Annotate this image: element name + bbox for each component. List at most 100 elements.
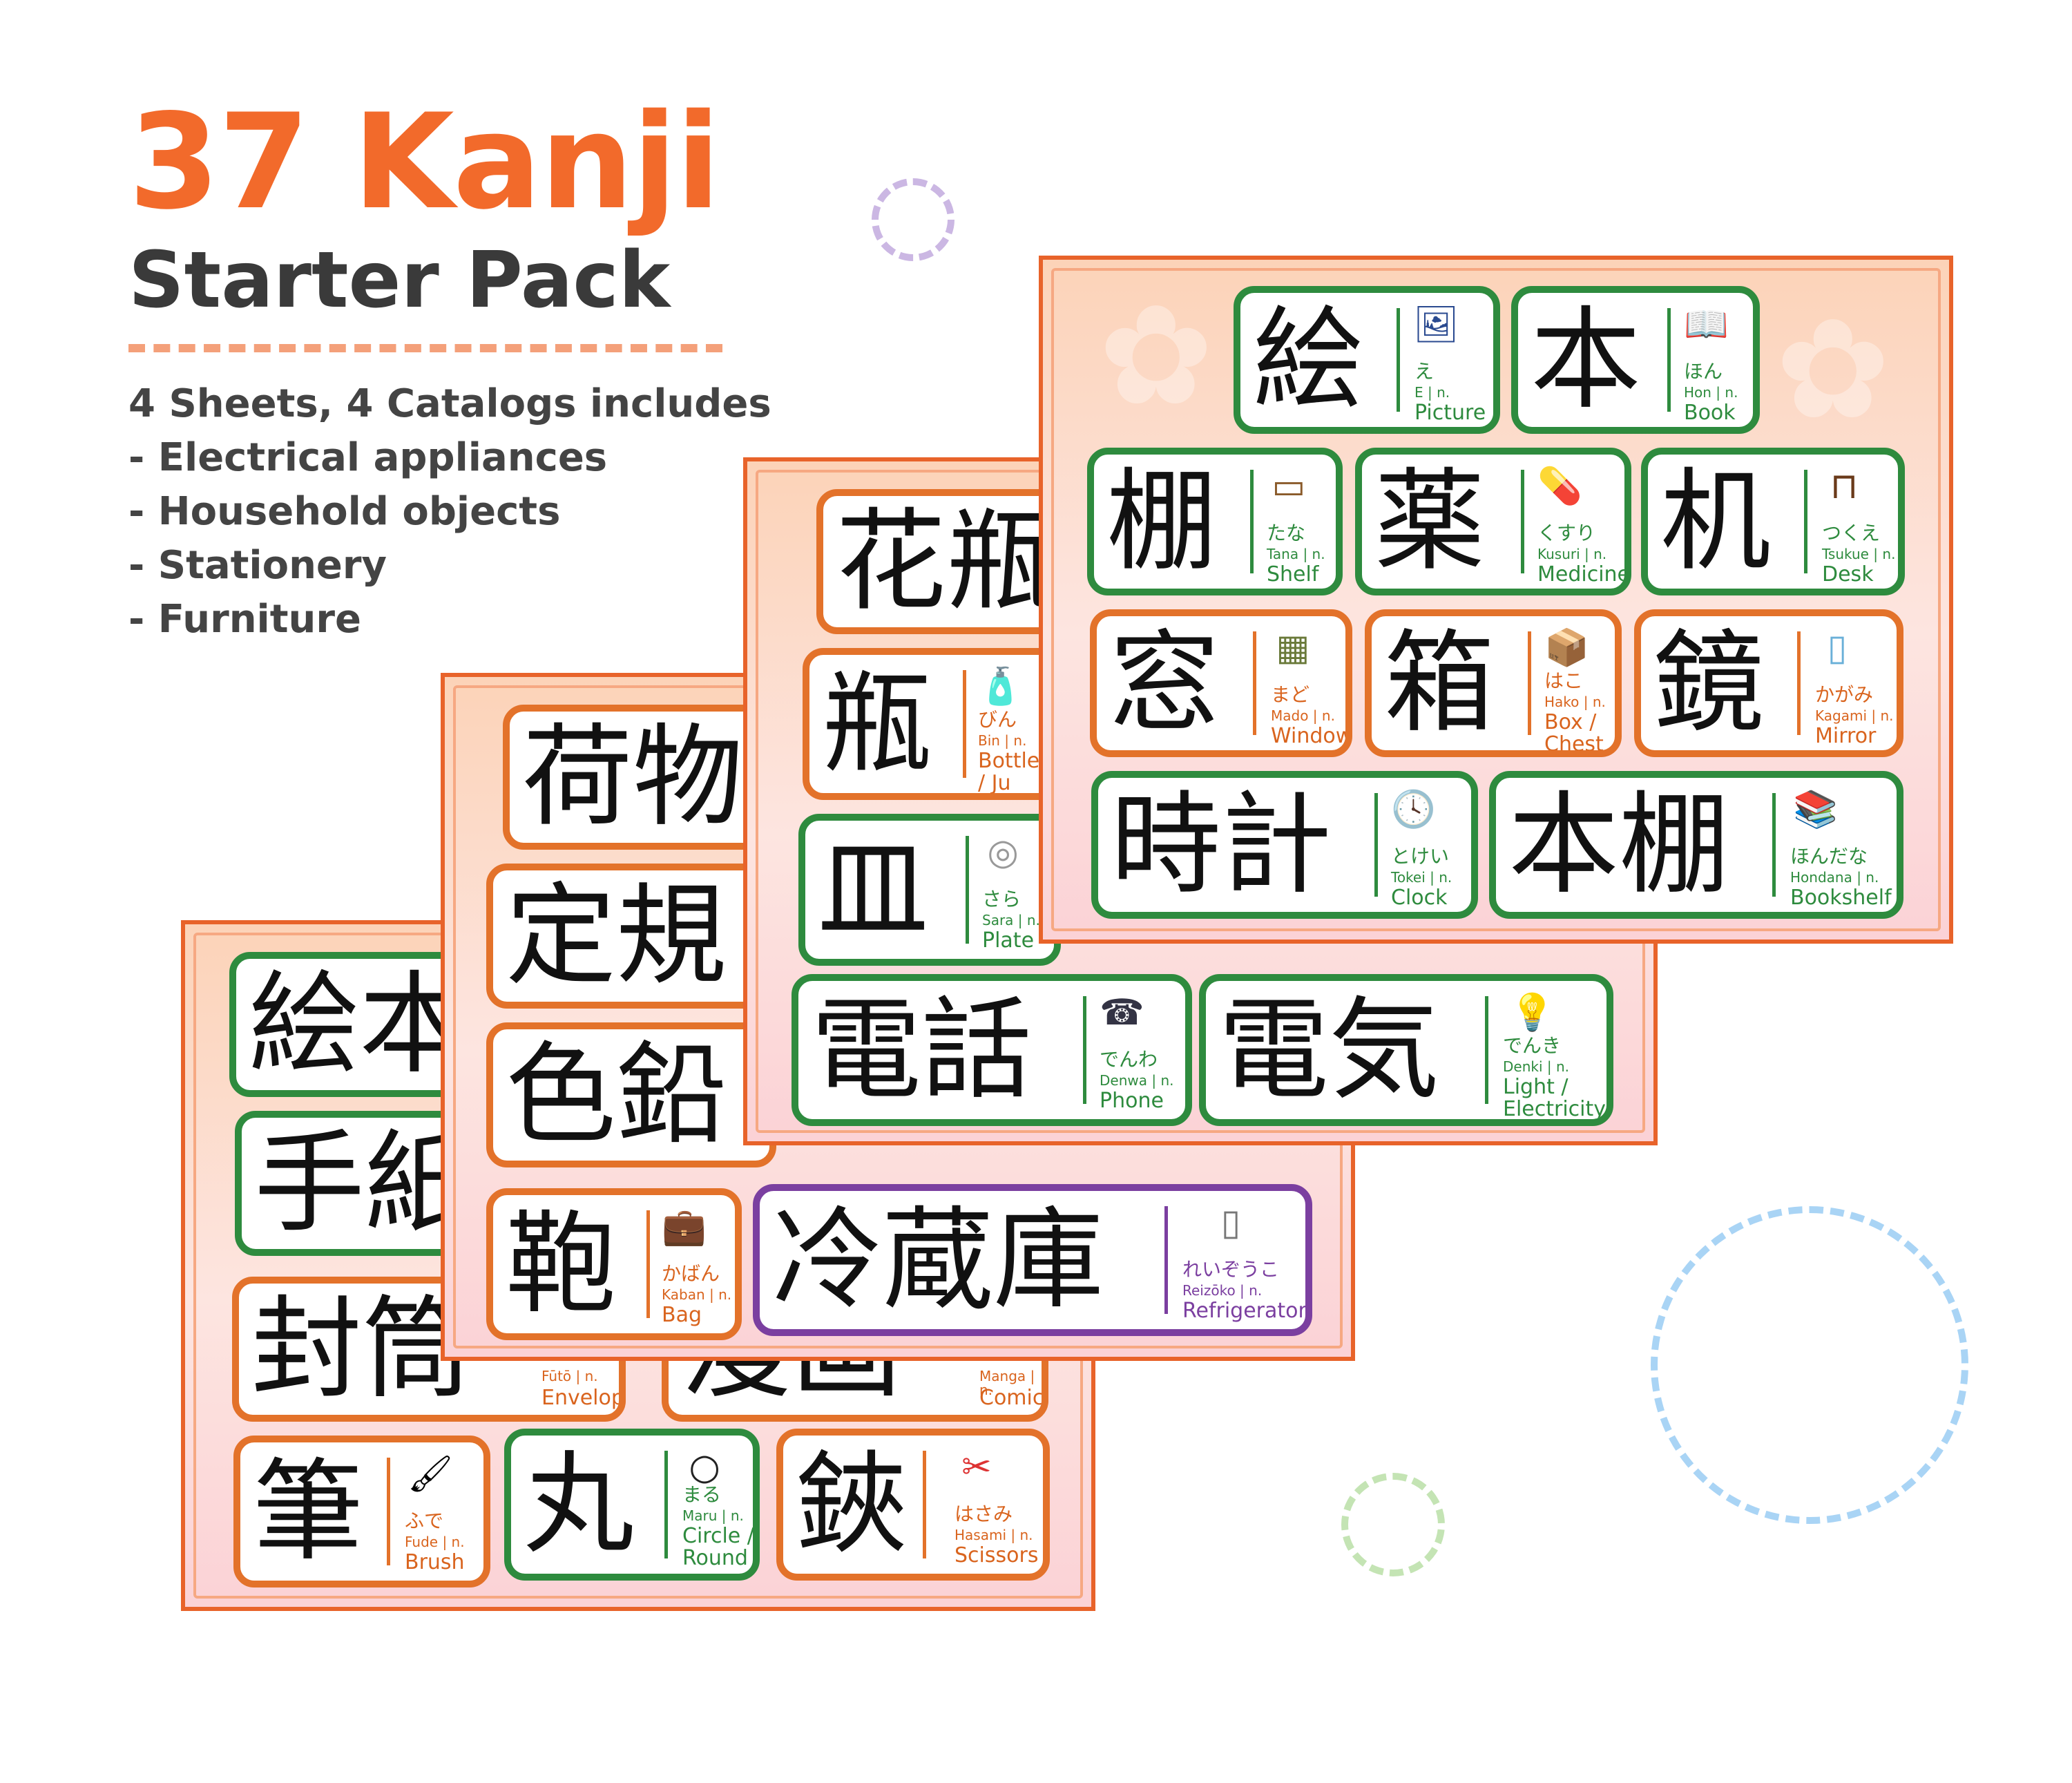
category-list: - Electrical appliances - Household obje… — [128, 431, 771, 647]
sheet-4: ✿ ✿ 絵 🖼 え E | n. Picture 本 📖 ほん Hon | n.… — [1039, 256, 1953, 944]
bulb-icon: 💡 — [1510, 992, 1555, 1033]
meaning-text: Comics — [979, 1386, 1048, 1410]
bottle-icon: 🧴 — [978, 666, 1023, 707]
romaji-text: Mado | n. — [1271, 707, 1335, 724]
kana-text: れいぞうこ — [1182, 1258, 1280, 1281]
description: 4 Sheets, 4 Catalogs includes — [128, 381, 771, 426]
kanji-card-fude[interactable]: 筆 🖌 ふで Fude | n. Brush — [233, 1436, 490, 1587]
kanji-card-jogi[interactable]: 定規 — [486, 864, 776, 1009]
meaning-text: Phone — [1100, 1089, 1164, 1113]
circle-icon: ○ — [689, 1447, 720, 1488]
kanji-text: 窓 — [1109, 618, 1220, 747]
card-divider — [966, 836, 969, 944]
romaji-text: Hondana | n. — [1790, 869, 1879, 886]
deco-circle-green — [1341, 1473, 1445, 1576]
kanji-text: 机 — [1660, 457, 1772, 586]
kana-text: まど — [1271, 683, 1310, 706]
kanji-text: 鞄 — [506, 1199, 617, 1328]
kanji-card-sara[interactable]: 皿 ◎ さら Sara | n. Plate — [798, 814, 1061, 966]
kana-text: ほんだな — [1790, 845, 1868, 868]
kanji-card-tana[interactable]: 棚 ▭ たな Tana | n. Shelf — [1087, 448, 1343, 595]
kanji-card-tokei[interactable]: 時計 🕓 とけい Tokei | n. Clock — [1091, 771, 1478, 919]
kanji-text: 電話 — [811, 985, 1033, 1114]
kana-text: ほん — [1684, 360, 1723, 383]
kana-text: かがみ — [1815, 683, 1874, 706]
kanji-text: 皿 — [818, 825, 929, 954]
title-divider — [128, 344, 722, 352]
deco-circle-purple — [872, 178, 955, 261]
card-divider — [1804, 470, 1807, 573]
romaji-text: Kusuri | n. — [1537, 546, 1607, 562]
kanji-text: 筆 — [253, 1447, 364, 1576]
desk-icon: ⊓ — [1830, 466, 1859, 507]
fridge-icon: ▯ — [1220, 1202, 1241, 1243]
kana-text: くすり — [1537, 522, 1596, 544]
kana-text: でんわ — [1100, 1048, 1158, 1071]
brush-icon: 🖌 — [407, 1453, 454, 1495]
kanji-text: 絵本 — [249, 960, 470, 1089]
meaning-text: Book — [1684, 401, 1736, 425]
sheet-frame — [1051, 268, 1941, 931]
kanji-card-mado[interactable]: 窓 ▦ まど Mado | n. Window — [1090, 609, 1352, 757]
kanji-card-e[interactable]: 絵 🖼 え E | n. Picture — [1234, 286, 1500, 434]
kanji-card-denki[interactable]: 電気 💡 でんき Denki | n. Light / Electricity — [1199, 974, 1613, 1126]
kanji-card-hondana[interactable]: 本棚 📚 ほんだな Hondana | n. Bookshelf — [1489, 771, 1903, 919]
meaning-text: Scissors — [955, 1543, 1039, 1567]
kanji-text: 定規 — [506, 871, 727, 1000]
card-divider — [1521, 470, 1524, 573]
card-divider — [1253, 631, 1256, 735]
meaning-text: Brush — [405, 1550, 465, 1574]
kanji-text: 手紙 — [254, 1118, 476, 1248]
meaning-text: Window — [1271, 724, 1352, 748]
kanji-card-kaban[interactable]: 鞄 💼 かばん Kaban | n. Bag — [486, 1188, 742, 1340]
meaning-text: Bag — [662, 1303, 702, 1327]
kana-text: たな — [1267, 522, 1306, 544]
meaning-text: Bookshelf — [1790, 886, 1892, 910]
kanji-card-maru[interactable]: 丸 ○ まる Maru | n. Circle / Round — [504, 1429, 760, 1581]
romaji-text: Tokei | n. — [1391, 869, 1452, 886]
romaji-text: Hon | n. — [1684, 384, 1738, 401]
kanji-card-kagami[interactable]: 鏡 ▯ かがみ Kagami | n. Mirror — [1634, 609, 1903, 757]
kanji-card-reizoko[interactable]: 冷蔵庫 ▯ れいぞうこ Reizōko | n. Refrigerator — [753, 1184, 1312, 1336]
kanji-text: 鋏 — [796, 1440, 907, 1569]
kanji-card-hako[interactable]: 箱 📦 はこ Hako | n. Box / Chest — [1365, 609, 1622, 757]
kanji-card-iroenpitsu[interactable]: 色鉛 — [486, 1022, 776, 1167]
kanji-card-denwa[interactable]: 電話 ☎ でんわ Denwa | n. Phone — [792, 974, 1192, 1126]
title-block: 37 Kanji Starter Pack 4 Sheets, 4 Catalo… — [128, 97, 771, 647]
scissors-icon: ✂ — [961, 1447, 992, 1488]
kanji-text: 封筒 — [251, 1284, 473, 1413]
romaji-text: Kagami | n. — [1815, 707, 1894, 724]
sakura-decoration: ✿ — [1775, 289, 1891, 450]
romaji-text: E | n. — [1414, 384, 1450, 401]
kanji-card-tsukue[interactable]: 机 ⊓ つくえ Tsukue | n. Desk — [1641, 448, 1905, 595]
kanji-text: 瓶 — [822, 659, 933, 788]
romaji-text: Kaban | n. — [662, 1286, 732, 1303]
romaji-text: Reizōko | n. — [1182, 1282, 1263, 1299]
meaning-text: Mirror — [1815, 724, 1877, 748]
card-divider — [1528, 631, 1531, 735]
bookshelf-icon: 📚 — [1793, 789, 1838, 830]
kanji-text: 色鉛 — [506, 1030, 727, 1159]
romaji-text: Fūtō | n. — [541, 1368, 598, 1384]
meaning-text: Desk — [1822, 562, 1874, 587]
plate-icon: ◎ — [987, 832, 1019, 873]
kana-text: かばん — [662, 1262, 720, 1285]
romaji-text: Bin | n. — [978, 732, 1027, 749]
romaji-text: Manga | n. — [979, 1368, 1035, 1398]
bag-icon: 💼 — [662, 1206, 707, 1248]
category-item: - Stationery — [128, 543, 387, 588]
kanji-card-hasami[interactable]: 鋏 ✂ はさみ Hasami | n. Scissors — [776, 1429, 1050, 1581]
pill-icon: 💊 — [1537, 466, 1582, 507]
kanji-text: 花瓶 — [836, 497, 1057, 626]
kana-text: びん — [978, 708, 1017, 731]
meaning-text: Picture — [1414, 401, 1486, 425]
sakura-decoration: ✿ — [1098, 276, 1214, 437]
kanji-card-hon[interactable]: 本 📖 ほん Hon | n. Book — [1511, 286, 1760, 434]
card-divider — [387, 1458, 390, 1565]
box-icon: 📦 — [1544, 627, 1589, 669]
meaning-text: Light / Electricity — [1503, 1075, 1606, 1121]
romaji-text: Tsukue | n. — [1822, 546, 1896, 562]
kanji-card-kusuri[interactable]: 薬 💊 くすり Kusuri | n. Medicine — [1355, 448, 1631, 595]
romaji-text: Hako | n. — [1544, 694, 1606, 710]
card-divider — [1374, 793, 1378, 897]
